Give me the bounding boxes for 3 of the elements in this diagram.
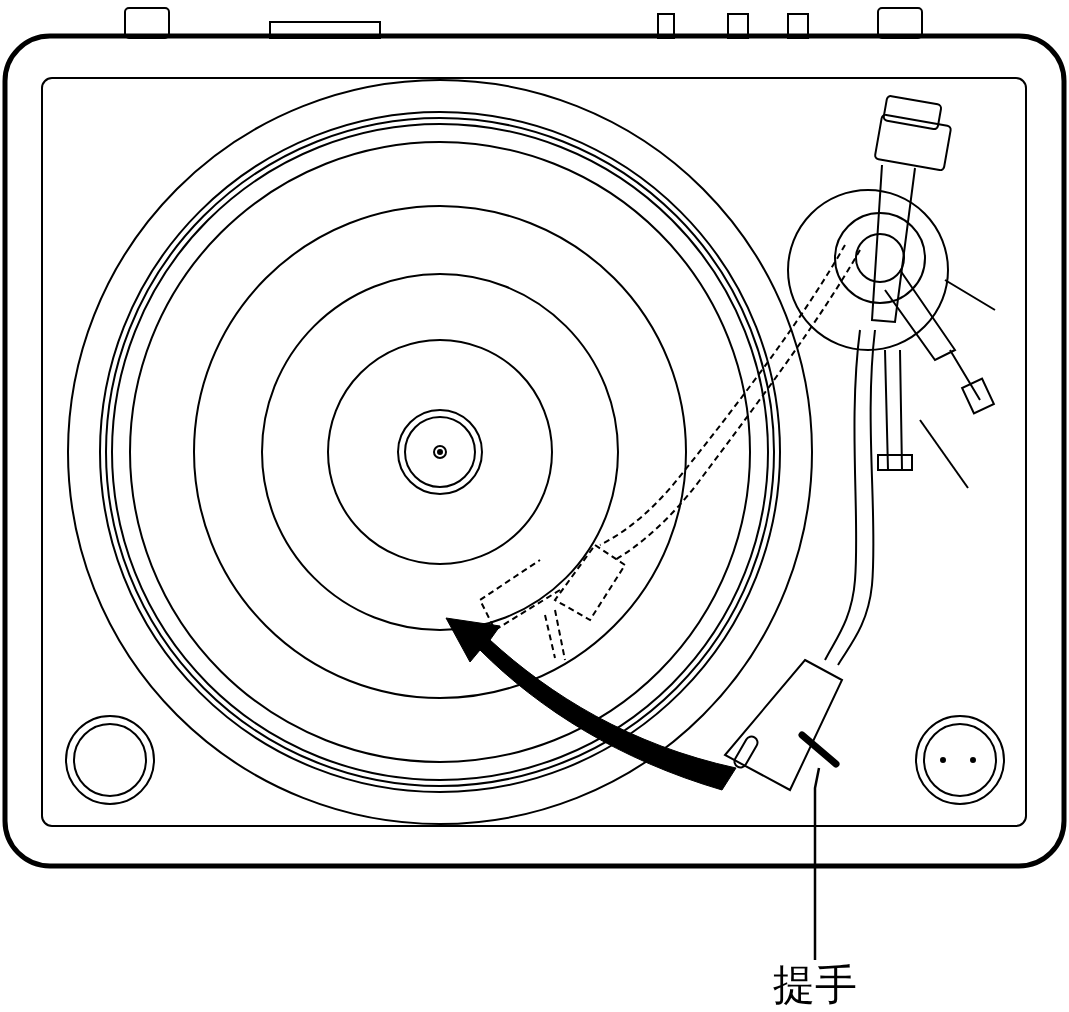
part-label: 提手 xyxy=(773,960,857,1010)
leader-line xyxy=(813,767,821,960)
finger-lift xyxy=(798,731,840,768)
